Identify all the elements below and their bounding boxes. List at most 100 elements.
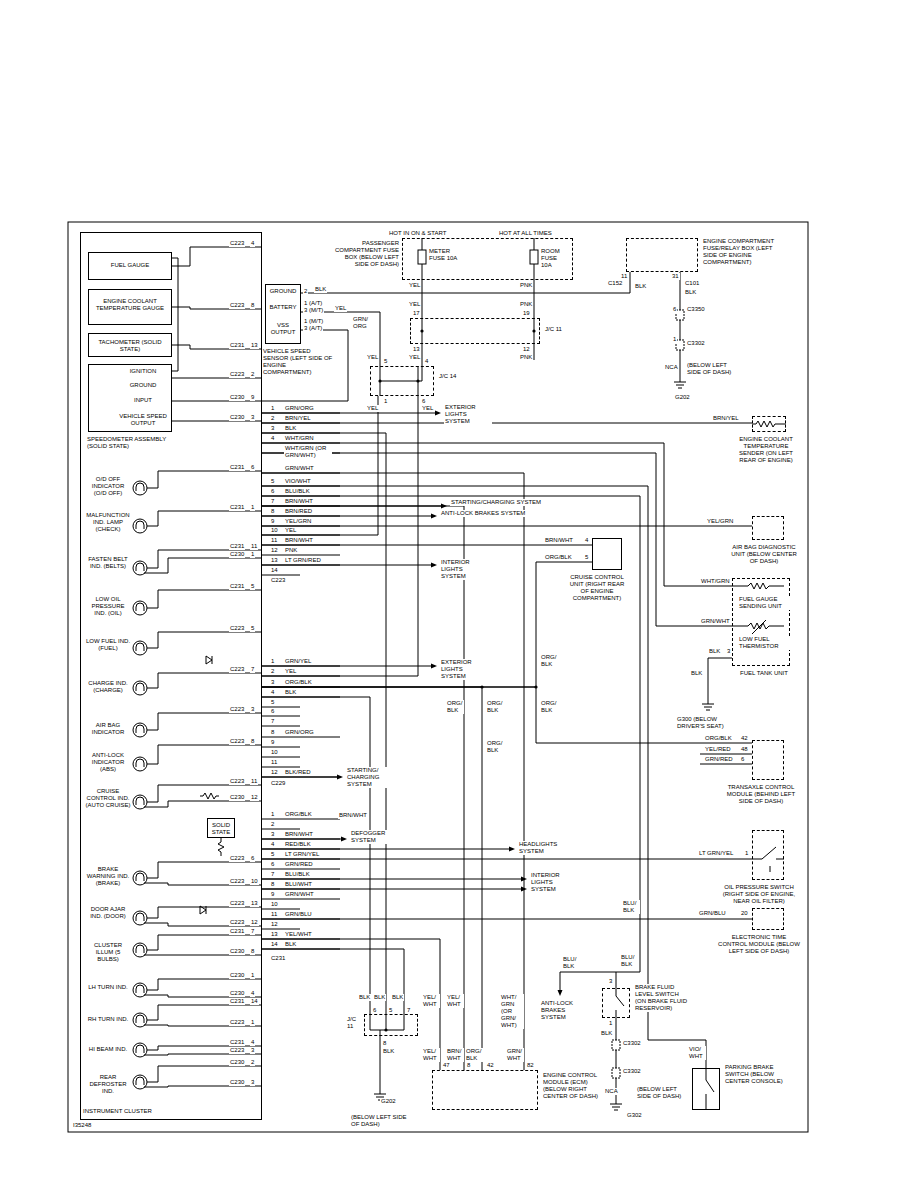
component-box: IGNITIONGROUNDINPUTVEHICLE SPEED OUTPUTS… — [88, 364, 172, 432]
wire-line — [262, 767, 300, 768]
wire-line — [262, 516, 433, 517]
wire-line — [700, 754, 752, 764]
diagram-label: WHT/ GRN (OR GRN/ WHT) — [500, 994, 524, 1029]
diagram-label: 12 — [270, 769, 279, 776]
diagram-label: 7 — [250, 666, 255, 673]
wire-line — [262, 757, 300, 758]
diagram-label: BLU/ BLK — [622, 900, 640, 914]
diagram-label: BLU/BLK — [284, 488, 311, 495]
diagram-label: C223 — [229, 778, 245, 785]
diagram-label: STARTING/ CHARGING SYSTEM — [346, 767, 394, 788]
diagram-label: YEL/ WHT — [422, 1048, 440, 1062]
diagram-label: YEL/GRN — [706, 518, 734, 525]
wire-line — [262, 666, 433, 667]
diagram-label: 4 — [270, 435, 275, 442]
bulb-filament — [136, 603, 144, 611]
wire-line — [262, 777, 339, 778]
diagram-label: YEL — [284, 527, 297, 534]
diagram-label: GRN/WHT — [284, 465, 315, 472]
diagram-label: YEL/ WHT — [422, 994, 440, 1008]
diagram-label: 5 — [250, 625, 255, 632]
component-label: AIR BAG DIAGNOSTIC UNIT (BELOW CENTER OF… — [728, 544, 800, 565]
diagram-label: 8 — [382, 1040, 387, 1047]
diagram-label: I35248 — [72, 1122, 92, 1129]
diagram-label: 5 — [270, 478, 275, 485]
diagram-label: C230 — [229, 1059, 245, 1066]
diagram-label: BLK/RED — [284, 769, 312, 776]
diagram-label: BLK — [358, 994, 371, 1001]
diagram-label: 14 — [250, 998, 259, 1005]
diagram-label: NCA — [664, 364, 679, 371]
diagram-label: C230 — [229, 972, 245, 979]
splice-dot — [384, 1028, 387, 1031]
diagram-label: BLU/ BLK — [562, 956, 580, 970]
diagram-label: 12 — [270, 547, 279, 554]
diagram-label: ORG/BLK — [284, 811, 313, 818]
bulb-filament — [136, 683, 144, 691]
diagram-label: 7 — [250, 928, 255, 935]
wire-connector — [262, 443, 732, 586]
diagram-label: 8 — [270, 508, 275, 515]
diagram-label: GRN/RED — [284, 861, 314, 868]
diagram-label: MALFUNCTION IND. LAMP (CHECK) — [84, 512, 132, 533]
diagram-label: LOW FUEL THERMISTOR — [738, 636, 790, 650]
junction-bus — [370, 1014, 404, 1090]
diagram-label: GRN/WHT — [284, 891, 315, 898]
diagram-label: 1 — [270, 658, 275, 665]
diagram-label: G300 (BELOW DRIVER'S SEAT) — [676, 716, 734, 730]
diagram-label: YEL — [284, 668, 297, 675]
diagram-label: (BELOW LEFT SIDE OF DASH) — [350, 1114, 412, 1128]
diagram-label: BLK — [391, 994, 404, 1001]
diagram-label: 3 — [608, 978, 613, 985]
diagram-label: 3 — [250, 1047, 255, 1054]
diagram-label: 2 — [250, 1059, 255, 1066]
diagram-label: ORG/BLK — [704, 735, 733, 742]
diagram-label: ORG/ BLK — [446, 700, 464, 714]
wire-line — [147, 862, 262, 878]
diagram-label: FUEL GAUGE SENDING UNIT — [738, 596, 790, 610]
diagram-label: 1 — [608, 1020, 613, 1027]
diagram-label: GRN/YEL — [284, 658, 312, 665]
diagram-label: 4 — [250, 1039, 255, 1046]
wire-connector — [262, 496, 640, 988]
component-box: J/C 11 — [410, 318, 540, 344]
component-label: J/C 14 — [438, 373, 457, 380]
diagram-label: 4 — [250, 240, 255, 247]
diagram-label: 10 — [250, 878, 259, 885]
wire-line — [172, 247, 262, 266]
diagram-label: VIO/WHT — [284, 478, 312, 485]
diagram-label: C229 — [270, 780, 286, 787]
diagram-label: 4 — [270, 841, 275, 848]
diagram-label: 11 — [620, 273, 628, 280]
diagram-label: 12 — [250, 919, 259, 926]
diagram-label: 11 — [250, 543, 258, 550]
connector-symbol — [612, 1068, 620, 1078]
diagram-label: YEL — [366, 354, 379, 361]
arrow-head — [558, 990, 563, 996]
diagram-label: ORG/ BLK — [465, 1048, 483, 1062]
diagram-label: ANTI-LOCK BRAKES SYSTEM — [440, 510, 526, 517]
diagram-label: 9 — [270, 891, 275, 898]
wire-line — [147, 673, 262, 688]
indicator-bulb — [133, 641, 147, 655]
diagram-label: 3 — [250, 1079, 255, 1086]
diagram-label: G202 — [380, 1098, 397, 1105]
diagram-label: BRN/WHT — [284, 537, 314, 544]
wire-connector — [422, 280, 423, 318]
component-label: VSS OUTPUT — [266, 322, 300, 336]
diagram-label: 6 — [250, 855, 255, 862]
diagram-label: GRN/BLU — [284, 911, 313, 918]
diagram-label: C223 — [229, 240, 245, 247]
wire-connector — [262, 396, 418, 676]
wire-connector — [262, 939, 440, 1070]
component-label: GROUND — [116, 382, 170, 389]
diagram-label: PNK — [519, 354, 533, 361]
wire-line — [262, 879, 523, 880]
diagram-label: BLK — [373, 994, 386, 1001]
diagram-label: BRN/WHT — [284, 831, 314, 838]
diagram-label: YEL/WHT — [284, 931, 313, 938]
wire-line — [147, 590, 262, 608]
diagram-label: 9 — [270, 518, 275, 525]
wire-line — [147, 511, 262, 526]
diagram-label: C231 — [229, 998, 245, 1005]
